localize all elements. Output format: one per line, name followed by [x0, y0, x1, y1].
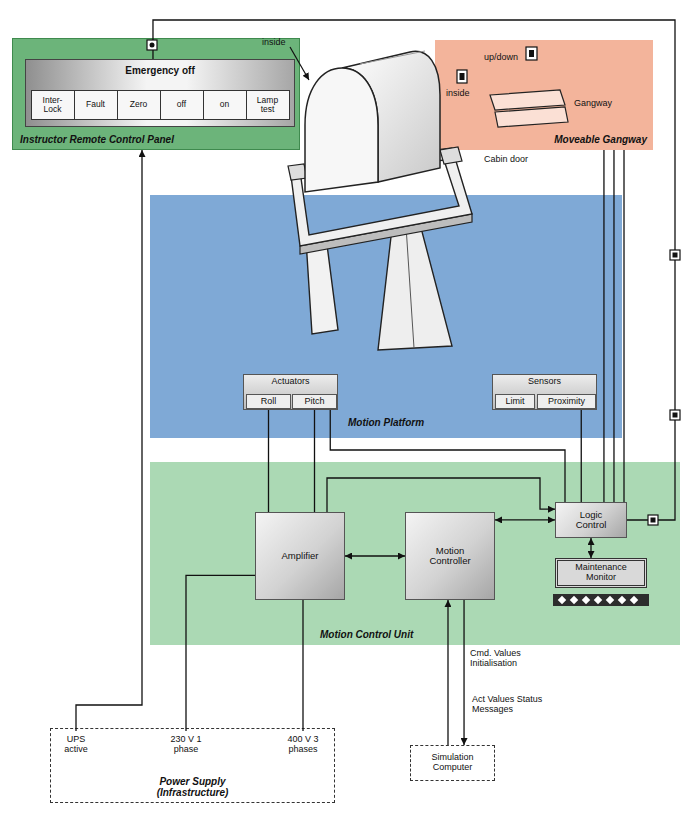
cabin-shade — [360, 51, 425, 64]
actuator-block — [288, 164, 307, 180]
component-group: ActuatorsRoll Pitch — [243, 374, 338, 410]
control-unit-region: Motion Control Unit Amplifier Motion Contr… — [150, 462, 680, 645]
control-panel: Emergency offInter-Lock Fault Zerooffon Lam… — [25, 59, 295, 127]
box-label: UPS active — [59, 735, 93, 755]
box-label: Sensors — [528, 377, 561, 387]
connector-symbol — [648, 515, 658, 525]
part-label: Cabin door — [484, 155, 528, 165]
panel-button: Zero — [117, 90, 161, 120]
monitor-box: Maintenance Monitor — [555, 558, 647, 588]
box-label: on — [207, 100, 243, 109]
box-label: Logic Control — [567, 510, 615, 531]
switch-symbol — [460, 73, 465, 80]
unit-box: Logic Control — [555, 502, 627, 538]
power-supply-box: Power Supply (Infrastructure) UPS active 2… — [50, 728, 335, 803]
signal-line — [314, 409, 315, 512]
component-box: Limit — [495, 394, 535, 409]
panel-button: Lamp test — [246, 90, 290, 120]
region-title: Motion Control Unit — [320, 629, 413, 640]
box-label: Pitch — [304, 397, 324, 407]
box-label: Proximity — [548, 397, 585, 407]
connector-symbol — [670, 250, 680, 260]
emergency-switch-symbol — [147, 40, 157, 50]
connector-symbol — [673, 253, 678, 258]
signal-line — [268, 409, 269, 512]
switch-symbol — [457, 70, 467, 83]
box-label: Actuators — [271, 377, 309, 387]
connector-symbol — [670, 410, 680, 420]
box-label: Amplifier — [282, 551, 319, 561]
signal-line — [447, 600, 448, 745]
signal-line — [463, 600, 464, 745]
box-label: Inter-Lock — [35, 96, 71, 115]
control-panel-region: Instructor Remote Control Panel Emergency… — [12, 38, 300, 150]
signal-line — [613, 150, 614, 502]
supply-terminal: UPS active — [55, 731, 97, 759]
keypad-symbol — [553, 594, 649, 606]
box-label: Emergency off — [125, 65, 194, 76]
part-label: inside — [262, 38, 286, 48]
keypad-keys — [558, 596, 638, 604]
box-label: 230 V 1 phase — [166, 735, 206, 755]
box-label: Maintenance Monitor — [565, 563, 637, 583]
supply-terminal: 400 V 3 phases — [275, 731, 331, 759]
panel-button: Inter-Lock — [31, 90, 75, 120]
signal-line — [603, 150, 604, 502]
signal-line — [495, 519, 555, 520]
unit-box: Motion Controller — [405, 512, 495, 600]
signal-line — [581, 409, 582, 502]
box-label: 400 V 3 phases — [279, 735, 327, 755]
actuator-block — [440, 147, 462, 164]
region-title: Motion Platform — [348, 417, 424, 428]
component-box: Pitch — [292, 394, 337, 409]
box-label: Simulation Computer — [421, 753, 485, 773]
component-box: Roll — [246, 394, 291, 409]
box-label: Fault — [78, 100, 114, 109]
signal-line — [302, 600, 303, 731]
switch-symbol — [529, 50, 534, 57]
signal-line — [590, 538, 591, 558]
box-label: off — [164, 100, 200, 109]
region-title: Power Supply (Infrastructure) — [143, 776, 243, 798]
part-label: up/down — [484, 53, 518, 63]
connector-symbol — [673, 413, 678, 418]
region-title: Moveable Gangway — [554, 134, 647, 145]
region-title: Instructor Remote Control Panel — [20, 134, 174, 145]
box-label: Limit — [505, 397, 524, 407]
part-label: Gangway — [574, 99, 612, 109]
panel-button: Fault — [74, 90, 118, 120]
edge-label: Cmd. Values Initialisation — [470, 648, 542, 669]
signal-line — [76, 150, 142, 731]
signal-line — [345, 555, 405, 556]
component-group: SensorsLimit Proximity — [492, 374, 597, 410]
switch-symbol — [526, 47, 537, 60]
box-label: Zero — [121, 100, 157, 109]
unit-box: Amplifier — [255, 512, 345, 600]
leg-ridge — [406, 226, 414, 348]
part-label: inside — [446, 89, 470, 99]
component-box: Proximity — [537, 394, 596, 409]
cabin-front — [305, 68, 378, 192]
edge-label: Act Values Status Messages — [472, 694, 557, 715]
computer-box: Simulation Computer — [410, 745, 495, 781]
signal-line — [623, 150, 624, 502]
supply-terminal: 230 V 1 phase — [161, 731, 211, 759]
panel-button: on — [203, 90, 247, 120]
panel-button: off — [160, 90, 204, 120]
box-label: Motion Controller — [419, 546, 481, 567]
box-label: Lamp test — [250, 96, 286, 115]
box-label: Roll — [261, 397, 277, 407]
emergency-switch-symbol — [150, 43, 155, 48]
connector-symbol — [651, 518, 656, 523]
